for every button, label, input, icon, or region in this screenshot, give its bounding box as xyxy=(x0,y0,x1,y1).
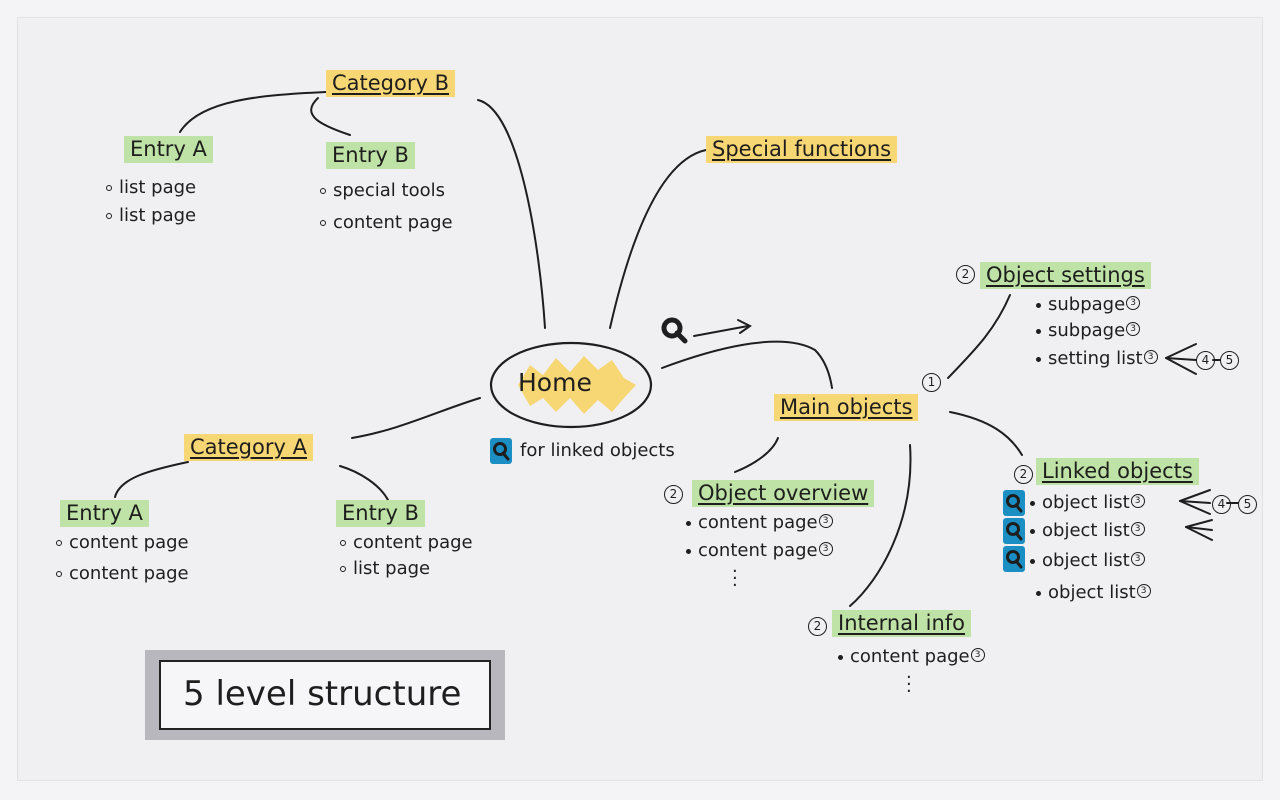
bullet-icon xyxy=(1036,590,1041,596)
fan-settings-1 xyxy=(1165,343,1197,359)
category-b-label: Category B xyxy=(326,70,456,98)
category-b-entry-a-label: Entry A xyxy=(124,136,213,164)
bullet-icon xyxy=(340,566,346,572)
category-b-entry-b-label: Entry B xyxy=(326,142,415,170)
bullet-icon xyxy=(1030,528,1035,534)
home-label: Home xyxy=(518,368,592,397)
bullet-icon xyxy=(1036,356,1041,362)
bullet-icon xyxy=(686,520,691,526)
fan-settings-3 xyxy=(1165,357,1197,375)
fan-linked-1 xyxy=(1179,489,1211,502)
bullet-icon xyxy=(320,188,326,194)
line-catb-home xyxy=(477,99,546,329)
search-arrow-line xyxy=(693,325,749,337)
bullet-icon xyxy=(1036,328,1041,334)
bullet-icon xyxy=(106,213,112,219)
category-a-entry-a-item: content page xyxy=(56,563,189,585)
line-main-settings xyxy=(947,294,1011,379)
fan-linked2-3 xyxy=(1185,526,1213,541)
search-icon xyxy=(1003,546,1025,572)
line-main-internal xyxy=(849,444,912,607)
bullet-icon xyxy=(56,571,62,577)
level-marker: 5 xyxy=(1220,350,1239,370)
bullet-icon xyxy=(106,185,112,191)
structure-title-box: 5 level structure xyxy=(145,650,505,740)
line-cata-entryb xyxy=(339,465,389,501)
bullet-icon xyxy=(320,220,326,226)
category-a-entry-b-item: list page xyxy=(340,558,430,580)
category-b-entry-b-item: special tools xyxy=(320,180,445,202)
category-b-entry-a-item: list page xyxy=(106,177,196,199)
bullet-icon xyxy=(56,540,62,546)
linked-objects-label: Linked objects xyxy=(1036,458,1199,486)
line-cata-entrya xyxy=(114,461,189,498)
category-a-entry-b-label: Entry B xyxy=(336,500,425,528)
home-search-note: for linked objects xyxy=(520,440,675,461)
category-b-entry-a-item: list page xyxy=(106,205,196,227)
special-functions-label: Special functions xyxy=(706,136,898,164)
fan-settings-2 xyxy=(1165,357,1197,361)
fan-linked-3 xyxy=(1179,500,1211,515)
category-a-label: Category A xyxy=(184,434,313,462)
level-marker: 1 xyxy=(922,372,941,392)
structure-title: 5 level structure xyxy=(183,674,462,714)
level-marker: 5 xyxy=(1238,494,1257,514)
level-marker: 2 xyxy=(1014,464,1033,484)
bullet-icon xyxy=(1030,558,1035,564)
main-objects-label: Main objects xyxy=(774,394,919,422)
search-arrow-head xyxy=(737,319,752,334)
level-marker: 2 xyxy=(664,484,683,504)
line-main-linked xyxy=(949,411,1023,456)
search-icon xyxy=(1003,490,1025,516)
line-catb-entrya xyxy=(179,91,327,133)
internal-info-label: Internal info xyxy=(832,610,971,638)
fan-linked2-2 xyxy=(1185,526,1213,531)
bullet-icon xyxy=(340,540,346,546)
search-icon xyxy=(1003,518,1025,544)
bullet-icon xyxy=(1036,302,1041,308)
level-marker: 4 xyxy=(1212,494,1231,514)
level-marker: 4 xyxy=(1196,350,1215,370)
line-home-cata xyxy=(351,397,481,439)
fan-linked2-1 xyxy=(1185,519,1213,528)
line-special-home xyxy=(609,149,707,329)
search-icon xyxy=(661,317,688,344)
category-b-entry-b-item: content page xyxy=(320,212,453,234)
category-a-entry-b-item: content page xyxy=(340,532,473,554)
more-items-ellipsis: ··· xyxy=(732,561,738,596)
object-settings-label: Object settings xyxy=(980,262,1151,290)
line-home-main xyxy=(661,340,833,389)
bullet-icon xyxy=(838,654,843,660)
more-items-ellipsis: ··· xyxy=(906,667,912,702)
home-node xyxy=(489,341,653,429)
object-overview-label: Object overview xyxy=(692,480,875,508)
search-icon xyxy=(490,438,512,464)
category-a-entry-a-item: content page xyxy=(56,532,189,554)
level-marker: 2 xyxy=(808,616,827,636)
level-marker: 2 xyxy=(956,264,975,284)
category-a-entry-a-label: Entry A xyxy=(60,500,149,528)
structure-title-frame: 5 level structure xyxy=(159,660,491,730)
line-catb-entryb xyxy=(310,97,351,136)
fan-linked-2 xyxy=(1179,500,1211,504)
bullet-icon xyxy=(1030,500,1035,506)
bullet-icon xyxy=(686,548,691,554)
line-main-overview xyxy=(734,437,779,473)
